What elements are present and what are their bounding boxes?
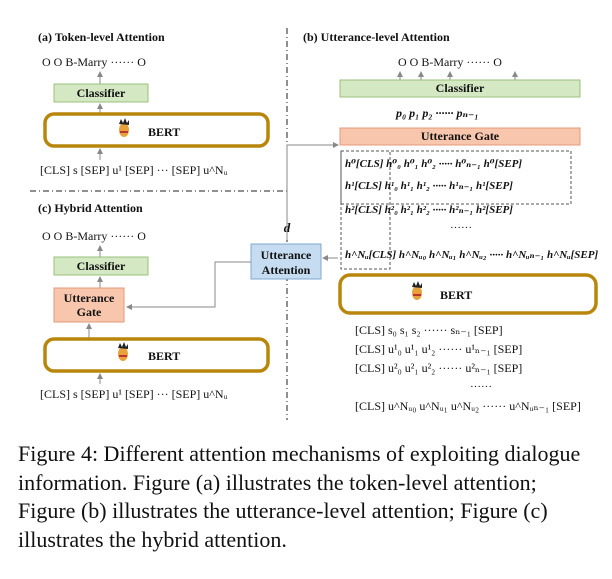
utterance-attention-box bbox=[250, 243, 322, 280]
figure-diagram: (a) Token-level Attention O O B-Marry ··… bbox=[30, 28, 598, 420]
panel-a-output: O O B-Marry ······ O bbox=[42, 55, 146, 69]
panel-a-classifier-box bbox=[53, 83, 149, 103]
utterance-attention-line2: Attention bbox=[262, 263, 311, 277]
cls-column-highlight bbox=[340, 150, 391, 270]
input-row-0: [CLS] s₀ s₁ s₂ ······ sₙ₋₁ [SEP] bbox=[355, 323, 503, 337]
panel-b-gate-box bbox=[339, 127, 581, 146]
panel-c-title: (c) Hybrid Attention bbox=[38, 201, 143, 215]
panel-c-output: O O B-Marry ······ O bbox=[42, 229, 146, 243]
panel-b-bert-label: BERT bbox=[440, 288, 472, 302]
panel-b-classifier-box bbox=[339, 79, 581, 98]
panel-a-bert-box bbox=[43, 112, 270, 148]
input-row-1: [CLS] u¹₀ u¹₁ u¹₂ ······ u¹ₙ₋₁ [SEP] bbox=[355, 342, 522, 356]
panel-b-classifier-label: Classifier bbox=[436, 81, 485, 95]
panel-b-title: (b) Utterance-level Attention bbox=[303, 30, 450, 44]
utterance-attention-line1: Utterance bbox=[261, 248, 312, 262]
bert-character-icon bbox=[412, 281, 422, 300]
input-row-3: ······ bbox=[470, 381, 492, 393]
panel-a-title: (a) Token-level Attention bbox=[38, 30, 165, 44]
panel-b-gate-label: Utterance Gate bbox=[421, 129, 500, 143]
bert-character-icon bbox=[118, 342, 128, 361]
panel-b-bert-box bbox=[338, 273, 598, 315]
panel-a-classifier-label: Classifier bbox=[77, 86, 126, 100]
hidden-row-0: h⁰[CLS] h⁰₀ h⁰₁ h⁰₂ ····· h⁰ₙ₋₁ h⁰[SEP] bbox=[345, 158, 522, 170]
hidden-row-1: h¹[CLS] h¹₀ h¹₁ h¹₂ ····· h¹ₙ₋₁ h¹[SEP] bbox=[345, 180, 513, 192]
input-row-2: [CLS] u²₀ u²₁ u²₂ ······ u²ₙ₋₁ [SEP] bbox=[355, 361, 522, 375]
panel-c-input: [CLS] s [SEP] u¹ [SEP] ··· [SEP] u^Nᵤ bbox=[40, 387, 228, 401]
input-row-4: [CLS] u^Nᵤ₀ u^Nᵤ₁ u^Nᵤ₂ ······ u^Nᵤₙ₋₁ [… bbox=[355, 399, 581, 413]
panel-c-bert-label: BERT bbox=[148, 349, 180, 363]
panel-b-p-row: p₀ p₁ p₂ ······ pₙ₋₁ bbox=[395, 106, 479, 120]
panel-a-input: [CLS] s [SEP] u¹ [SEP] ··· [SEP] u^Nᵤ bbox=[40, 163, 228, 177]
hidden-row-3: ······ bbox=[450, 222, 472, 234]
panel-c-bert-box bbox=[43, 337, 270, 373]
panel-a-bert-label: BERT bbox=[148, 125, 180, 139]
panel-c-gate-box bbox=[53, 287, 125, 323]
hidden-row-2: h²[CLS] h²₀ h²₁ h²₂ ····· h²ₙ₋₁ h²[SEP] bbox=[345, 204, 513, 216]
bert-character-icon bbox=[119, 118, 129, 137]
figure-caption: Figure 4: Different attention mechanisms… bbox=[18, 441, 581, 552]
panel-c-gate-line1: Utterance bbox=[64, 291, 115, 305]
panel-c-classifier-label: Classifier bbox=[77, 259, 126, 273]
panel-b-output: O O B-Marry ······ O bbox=[398, 55, 502, 69]
hidden-row-4: h^Nᵤ[CLS] h^Nᵤ₀ h^Nᵤ₁ h^Nᵤ₂ ····· h^Nᵤₙ₋… bbox=[345, 249, 598, 261]
panel-c-classifier-box bbox=[53, 256, 149, 276]
hidden-state-highlight bbox=[340, 150, 572, 205]
panel-c-gate-line2: Gate bbox=[77, 305, 102, 319]
